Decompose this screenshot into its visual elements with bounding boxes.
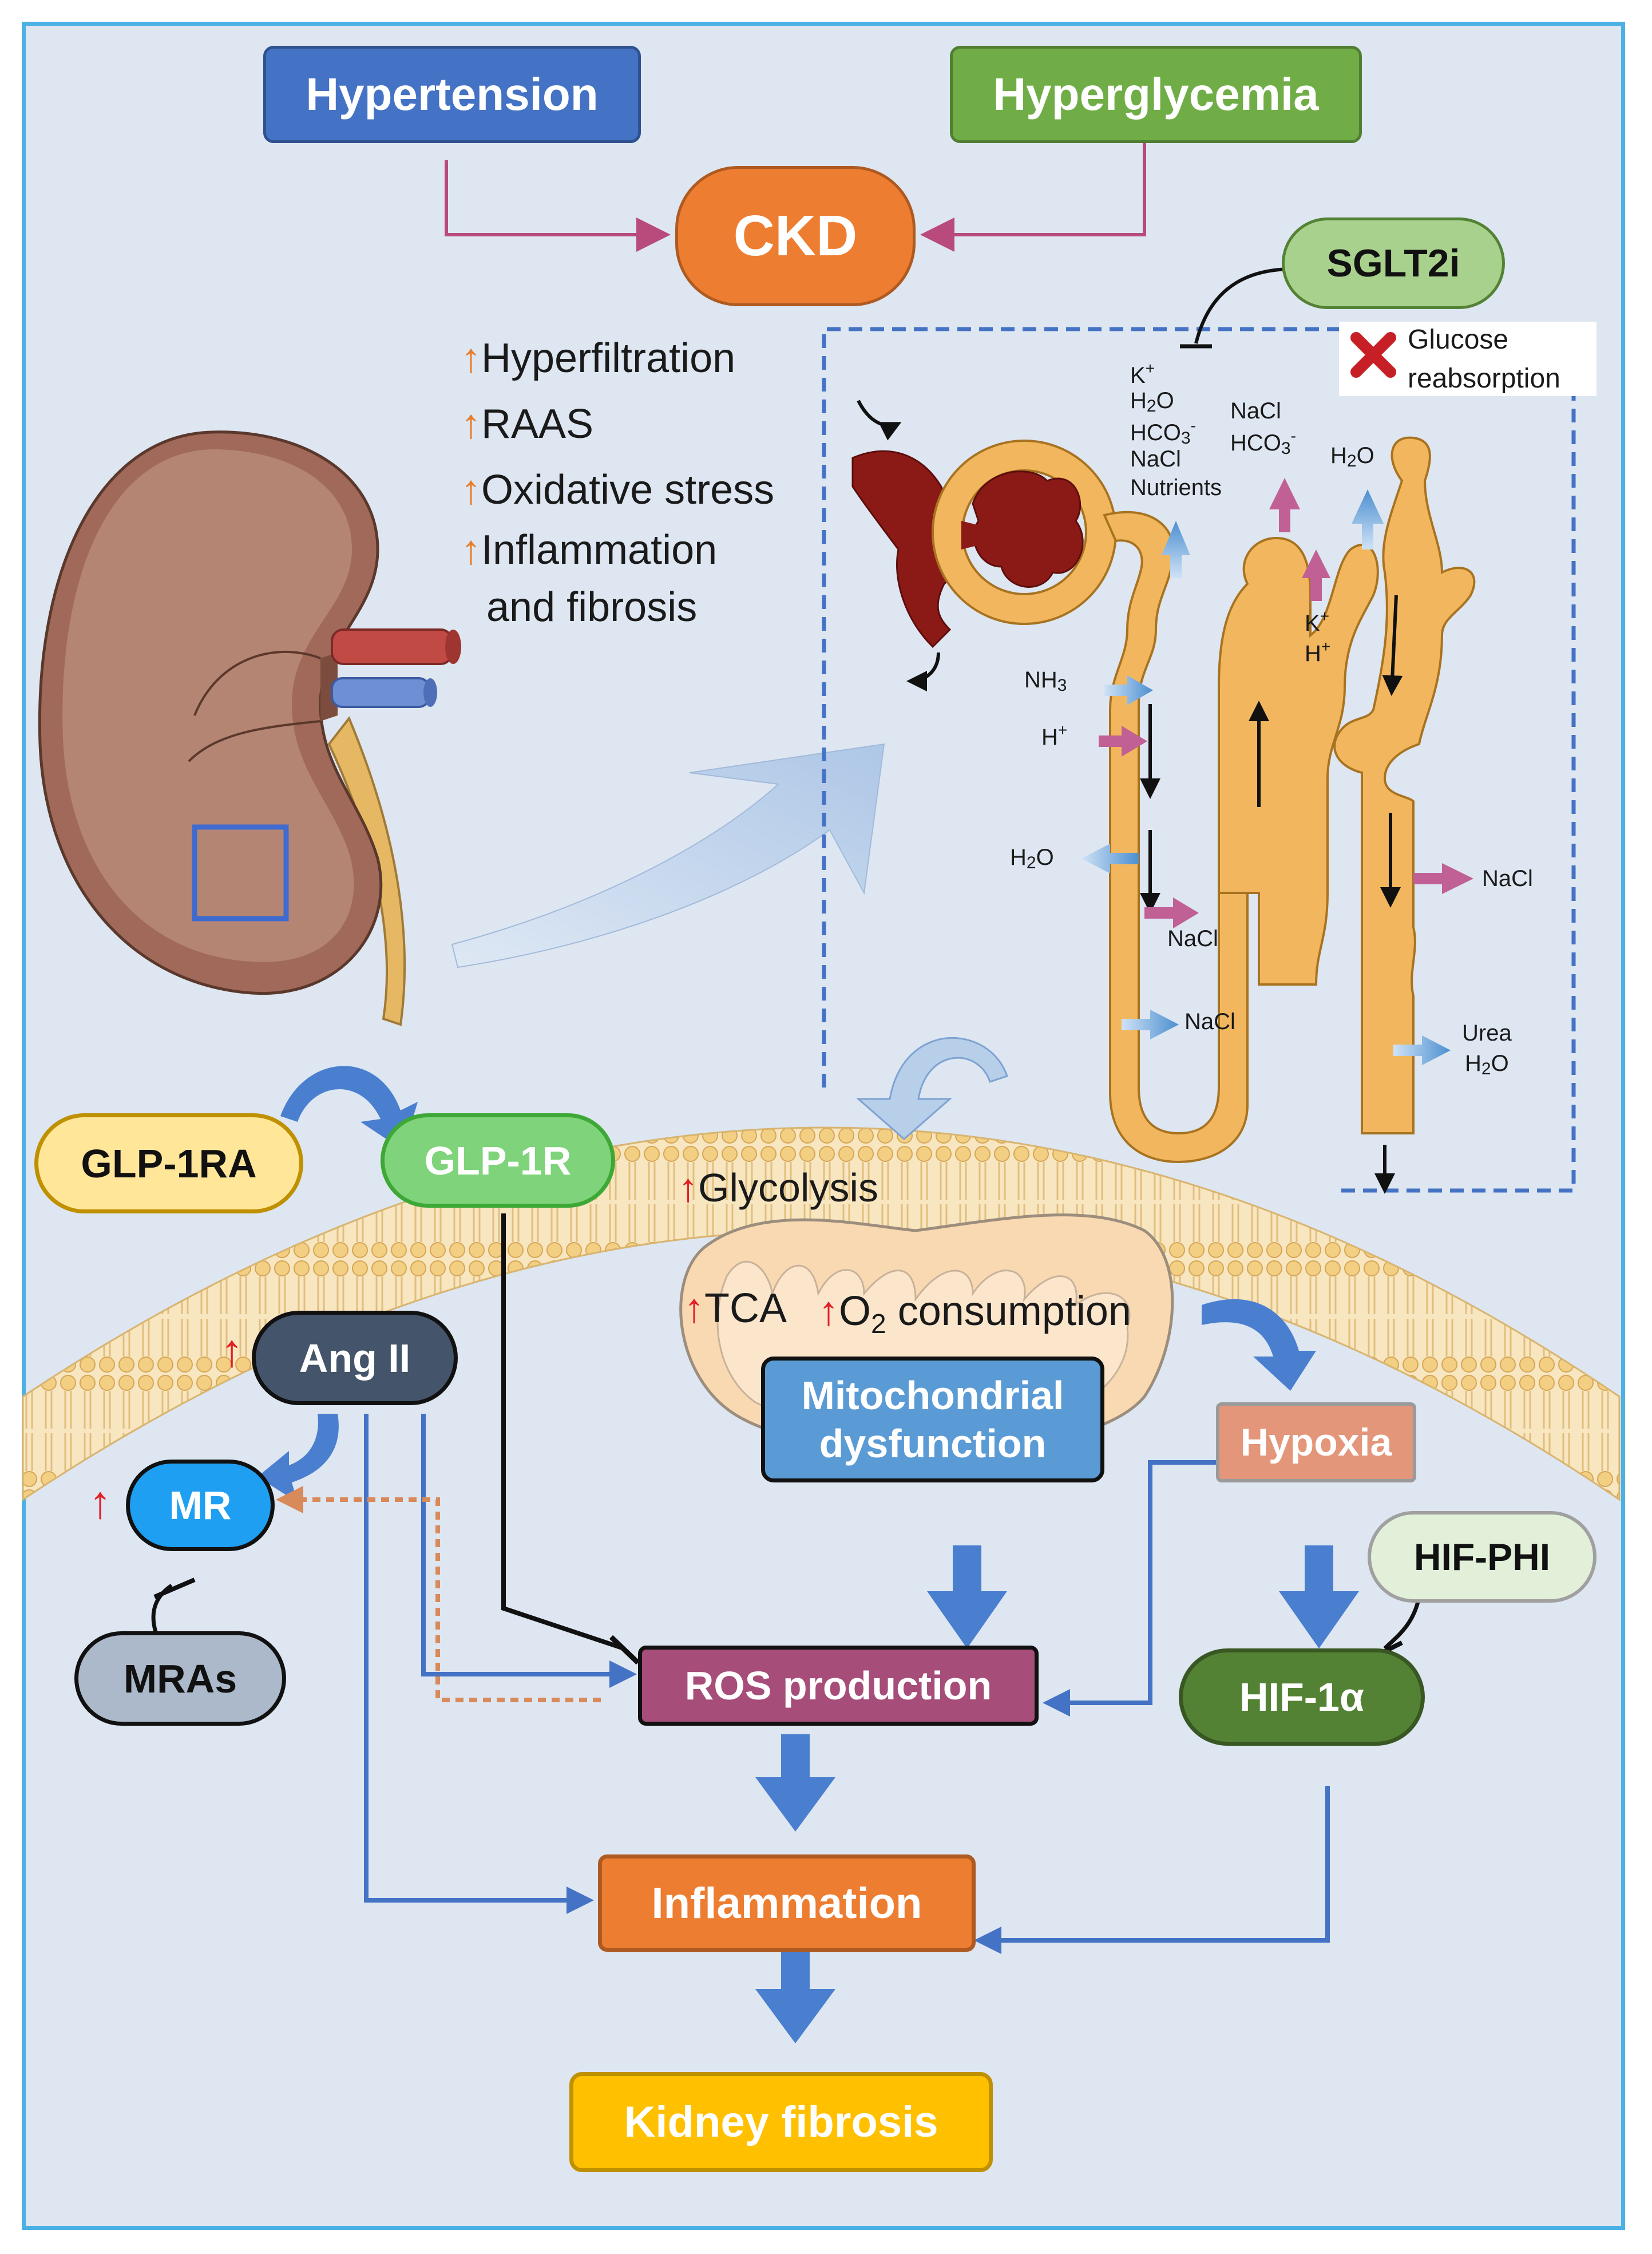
- glp1r-label: GLP-1R: [424, 1138, 572, 1183]
- hypoxia-label: Hypoxia: [1240, 1421, 1392, 1464]
- h2o-out-label: H2O: [1010, 845, 1054, 872]
- ros-label: ROS production: [684, 1663, 992, 1708]
- loop-nacl: NaCl: [1230, 398, 1281, 424]
- hif-phi-label: HIF-PHI: [1413, 1536, 1551, 1578]
- zoom-arrow: [451, 743, 885, 968]
- mr-up-icon: ↑: [89, 1477, 112, 1528]
- hypoxia-box: Hypoxia: [1216, 1402, 1416, 1482]
- loop-hco3: HCO3-: [1230, 427, 1296, 458]
- ang2-up-icon: ↑: [220, 1325, 243, 1376]
- kidney-fibrosis-box: Kidney fibrosis: [569, 2072, 993, 2172]
- h-in-label: H+: [1041, 721, 1068, 750]
- flow-arrows: [857, 400, 1403, 1194]
- glucose-note-line1: Glucose: [1408, 325, 1509, 355]
- nacl-blue-label: NaCl: [1184, 1009, 1235, 1034]
- up-arrow-icon: ↑: [684, 1286, 704, 1331]
- hif1a-label: HIF-1α: [1239, 1675, 1365, 1719]
- glucose-note-line2: reabsorption: [1408, 363, 1560, 394]
- glp1ra-box: GLP-1RA: [34, 1113, 303, 1213]
- up-arrow-icon: ↑: [461, 527, 481, 573]
- cross-icon: [1350, 332, 1396, 378]
- mito-dysfunction-box: Mitochondrial dysfunction: [761, 1357, 1104, 1482]
- up-arrow-icon: ↑: [461, 335, 481, 381]
- o2-consumption-label: ↑O2 consumption: [818, 1288, 1131, 1339]
- mr-label: MR: [169, 1483, 232, 1528]
- sglt2i-box: SGLT2i: [1282, 218, 1505, 309]
- hyperglycemia-label: Hyperglycemia: [993, 69, 1319, 120]
- mr-box: MR: [126, 1460, 275, 1551]
- fibrosis-label: Kidney fibrosis: [624, 2098, 938, 2146]
- hif1a-box: HIF-1α: [1179, 1648, 1425, 1746]
- dct-h: H+: [1305, 638, 1331, 666]
- hif-phi-box: HIF-PHI: [1368, 1511, 1596, 1603]
- up-arrow-icon: ↑: [678, 1165, 698, 1210]
- hypertension-label: Hypertension: [306, 69, 599, 120]
- ang2-label: Ang II: [299, 1335, 411, 1381]
- inflammation-box: Inflammation: [598, 1854, 976, 1952]
- effect-raas: ↑RAAS: [461, 401, 594, 447]
- pct-nacl: NaCl: [1130, 446, 1181, 472]
- effect-inflammation: ↑Inflammation: [461, 527, 718, 573]
- nacl-pink-label: NaCl: [1167, 926, 1218, 951]
- hyperglycemia-box: Hyperglycemia: [950, 46, 1362, 143]
- h2o-cd-label: H2O: [1465, 1051, 1509, 1078]
- tca-label: ↑TCA: [684, 1286, 787, 1331]
- dct-k: K+: [1305, 607, 1330, 636]
- glp1ra-label: GLP-1RA: [81, 1141, 257, 1186]
- pathway-lines: [151, 1213, 1421, 1954]
- ckd-box: CKD: [675, 166, 916, 306]
- mito-label-line1: Mitochondrial: [801, 1373, 1064, 1418]
- pct-k: K+: [1130, 359, 1155, 388]
- up-arrow-icon: ↑: [461, 401, 481, 447]
- dct-h2o: H2O: [1330, 443, 1374, 470]
- effect-fibrosis: and fibrosis: [486, 584, 698, 630]
- nacl-right-label: NaCl: [1482, 866, 1533, 891]
- pct-nutrients: Nutrients: [1130, 475, 1222, 500]
- ckd-label: CKD: [733, 204, 858, 268]
- glp1r-box: GLP-1R: [381, 1113, 615, 1208]
- sglt2i-label: SGLT2i: [1326, 242, 1460, 285]
- urea-label: Urea: [1462, 1021, 1512, 1046]
- kidney-illustration: [38, 430, 461, 1026]
- nh3-label: NH3: [1024, 667, 1067, 695]
- pct-h2o: H2O: [1130, 388, 1174, 416]
- nephron-illustration: [851, 436, 1476, 1164]
- mito-label-line2: dysfunction: [819, 1421, 1047, 1466]
- glycolysis-label: ↑Glycolysis: [678, 1165, 879, 1210]
- inflammation-label: Inflammation: [651, 1879, 922, 1928]
- up-arrow-icon: ↑: [461, 467, 481, 513]
- mras-box: MRAs: [74, 1631, 286, 1726]
- down-arrows: [755, 1545, 1359, 2043]
- up-arrow-icon: ↑: [818, 1288, 839, 1334]
- ros-production-box: ROS production: [638, 1646, 1039, 1726]
- effect-oxidative-stress: ↑Oxidative stress: [461, 467, 775, 513]
- effect-hyperfiltration: ↑Hyperfiltration: [461, 335, 736, 381]
- hypertension-box: Hypertension: [263, 46, 641, 143]
- mras-label: MRAs: [123, 1656, 237, 1701]
- transport-arrows: [1081, 478, 1473, 1065]
- pct-hco3: HCO3-: [1130, 417, 1196, 448]
- ang2-box: Ang II: [252, 1311, 458, 1405]
